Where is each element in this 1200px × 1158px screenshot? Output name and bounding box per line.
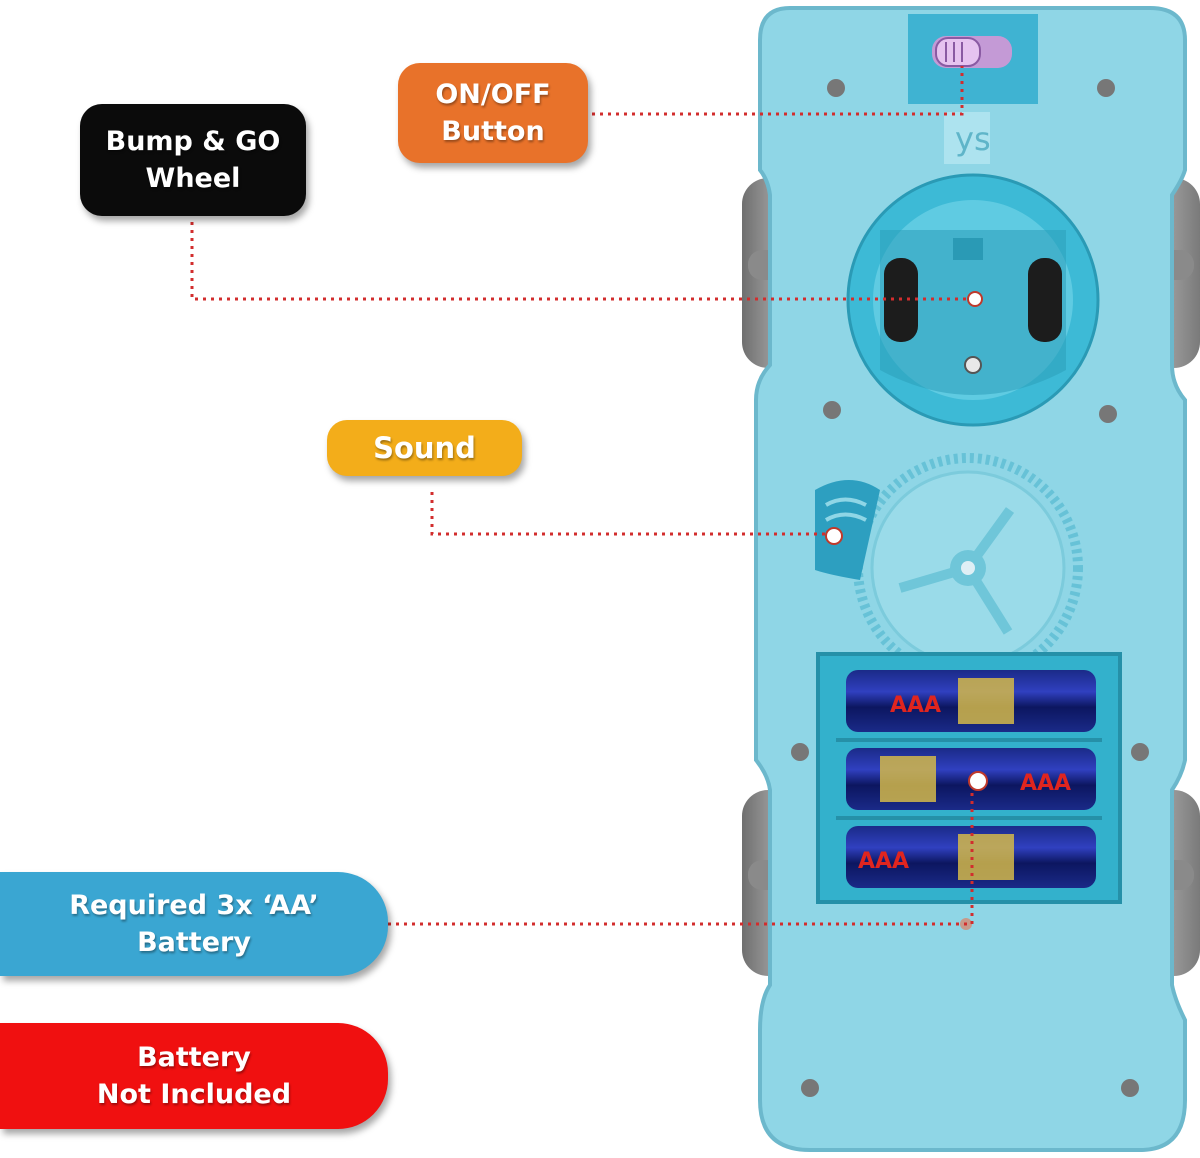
battery-required-label: Required 3x ‘AA’ Battery: [0, 872, 388, 976]
switch-icon: [932, 36, 1012, 68]
svg-text:ys: ys: [955, 120, 991, 158]
gear-icon: [853, 453, 1083, 683]
svg-text:AAA: AAA: [1020, 771, 1071, 796]
on-off-button-label: ON/OFF Button: [398, 63, 588, 163]
svg-text:AAA: AAA: [890, 693, 941, 718]
screw-holes: [791, 79, 1149, 1097]
bump-go-label-text: Bump & GO Wheel: [105, 126, 281, 194]
svg-text:AAA: AAA: [858, 849, 909, 874]
battery-required-text: Required 3x ‘AA’ Battery: [69, 890, 319, 958]
sound-label-text: Sound: [373, 430, 476, 465]
battery-not-included-label: Battery Not Included: [0, 1023, 388, 1129]
sound-grille: [815, 480, 880, 580]
battery-icon: AAA: [846, 670, 1096, 732]
leader-lines: [190, 66, 974, 926]
sound-label: Sound: [327, 420, 522, 476]
battery-icon: AAA: [846, 748, 1096, 810]
on-off-label-text: ON/OFF Button: [435, 79, 551, 147]
battery-not-included-text: Battery Not Included: [96, 1042, 292, 1110]
bump-go-wheel-label: Bump & GO Wheel: [80, 104, 306, 216]
bump-go-wheel-module: [846, 173, 1100, 427]
